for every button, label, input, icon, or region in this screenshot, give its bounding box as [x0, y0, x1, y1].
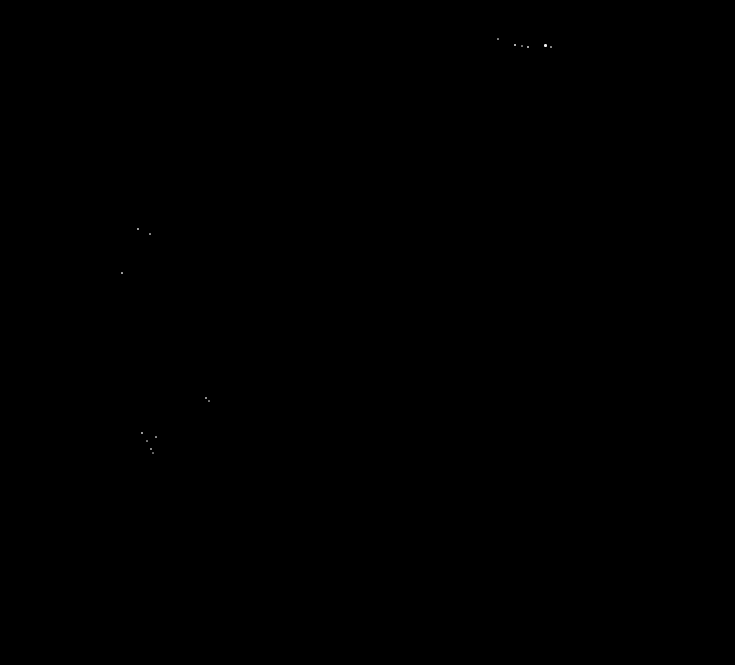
light-speck	[146, 440, 148, 442]
light-speck	[152, 452, 154, 454]
light-speck	[205, 397, 207, 399]
light-speck	[544, 44, 547, 47]
light-speck	[550, 46, 552, 48]
light-speck	[137, 228, 139, 230]
light-speck	[141, 432, 143, 434]
light-speck	[150, 448, 152, 450]
light-speck	[514, 44, 516, 46]
light-speck	[527, 46, 529, 48]
light-speck	[208, 400, 210, 402]
light-speck	[155, 436, 157, 438]
light-speck	[521, 45, 523, 47]
light-speck	[121, 272, 123, 274]
light-speck	[497, 38, 499, 40]
light-speck	[149, 233, 151, 235]
